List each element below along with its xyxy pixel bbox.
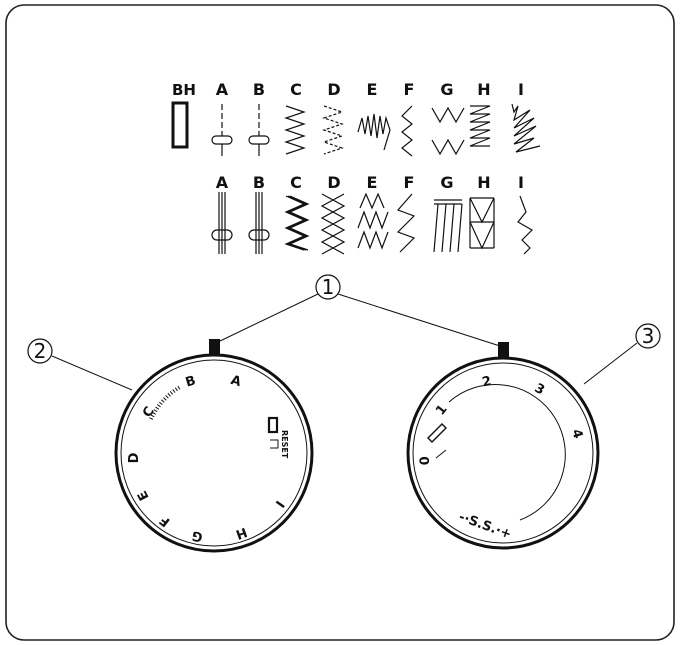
callout-1: 1 xyxy=(217,274,501,347)
stitch-bot-g xyxy=(433,199,463,253)
bottom-row-letter-f: F xyxy=(404,173,415,192)
top-row-letter-h: H xyxy=(477,80,490,99)
dial-buttonhole-icon xyxy=(267,416,279,434)
stitch-top-i xyxy=(511,103,541,153)
top-row-letter-b: B xyxy=(253,80,265,99)
stitch-bot-f xyxy=(396,193,416,253)
top-row-letter-a: A xyxy=(216,80,229,99)
dial-letter-a: A xyxy=(229,373,243,390)
buttonhole-symbol xyxy=(171,101,189,149)
top-row-letter-f: F xyxy=(404,80,415,99)
top-row-letters: A B C D E F G H I xyxy=(216,80,524,99)
length-number-4: 4 xyxy=(568,427,585,440)
stitch-bot-e xyxy=(357,192,389,250)
panel-frame xyxy=(5,4,675,641)
length-wedge-icon xyxy=(427,423,447,443)
stitch-bot-a xyxy=(211,192,233,254)
stitch-top-a xyxy=(211,104,233,156)
bottom-row-letter-a: A xyxy=(216,173,229,192)
stitch-bot-h xyxy=(469,197,495,250)
top-row-stitches xyxy=(211,103,541,157)
stitch-bot-c xyxy=(284,195,310,251)
top-row-letter-g: G xyxy=(440,80,453,99)
dial-indicator-right xyxy=(498,342,509,357)
callout-3: 3 xyxy=(583,323,661,385)
bottom-row-letters: A B C D E F G H I xyxy=(216,173,524,192)
top-row-letter-i: I xyxy=(518,80,524,99)
stitch-bot-d xyxy=(320,193,346,255)
bottom-row-letter-b: B xyxy=(253,173,265,192)
bottom-row-letter-d: D xyxy=(327,173,340,192)
stitch-bot-i xyxy=(517,195,533,255)
svg-text:3: 3 xyxy=(642,324,655,348)
svg-text:1: 1 xyxy=(322,275,335,299)
bottom-row-letter-h: H xyxy=(477,173,490,192)
bottom-row-letter-e: E xyxy=(367,173,378,192)
bottom-row-letter-c: C xyxy=(290,173,302,192)
dial-letter-g: G xyxy=(191,527,205,544)
reset-label: RESET xyxy=(280,430,289,459)
dial-letter-d: D xyxy=(127,452,142,463)
stitch-top-c xyxy=(284,105,306,155)
length-number-0: 0 xyxy=(418,456,433,466)
dial-indicator-left xyxy=(209,339,220,354)
stitch-top-e xyxy=(357,113,391,151)
bh-label: BH xyxy=(172,81,196,99)
bottom-row-letter-i: I xyxy=(518,173,524,192)
stitch-top-g xyxy=(431,106,465,124)
stitch-bot-b xyxy=(248,192,270,254)
callout-2: 2 xyxy=(27,338,133,391)
svg-text:2: 2 xyxy=(34,339,47,363)
stitch-top-b xyxy=(248,104,270,156)
top-row-letter-d: D xyxy=(327,80,340,99)
reset-arrow-icon xyxy=(270,439,279,449)
bottom-row-stitches xyxy=(211,192,533,255)
dial-letter-b: B xyxy=(184,373,198,390)
bottom-row-letter-g: G xyxy=(440,173,453,192)
stitch-top-f xyxy=(401,105,413,157)
top-row-letter-c: C xyxy=(290,80,302,99)
dial-letter-h: H xyxy=(234,524,249,542)
stitch-top-h xyxy=(469,105,491,147)
stitch-top-d xyxy=(322,105,344,155)
length-number-2: 2 xyxy=(481,374,493,391)
top-row-letter-e: E xyxy=(367,80,378,99)
